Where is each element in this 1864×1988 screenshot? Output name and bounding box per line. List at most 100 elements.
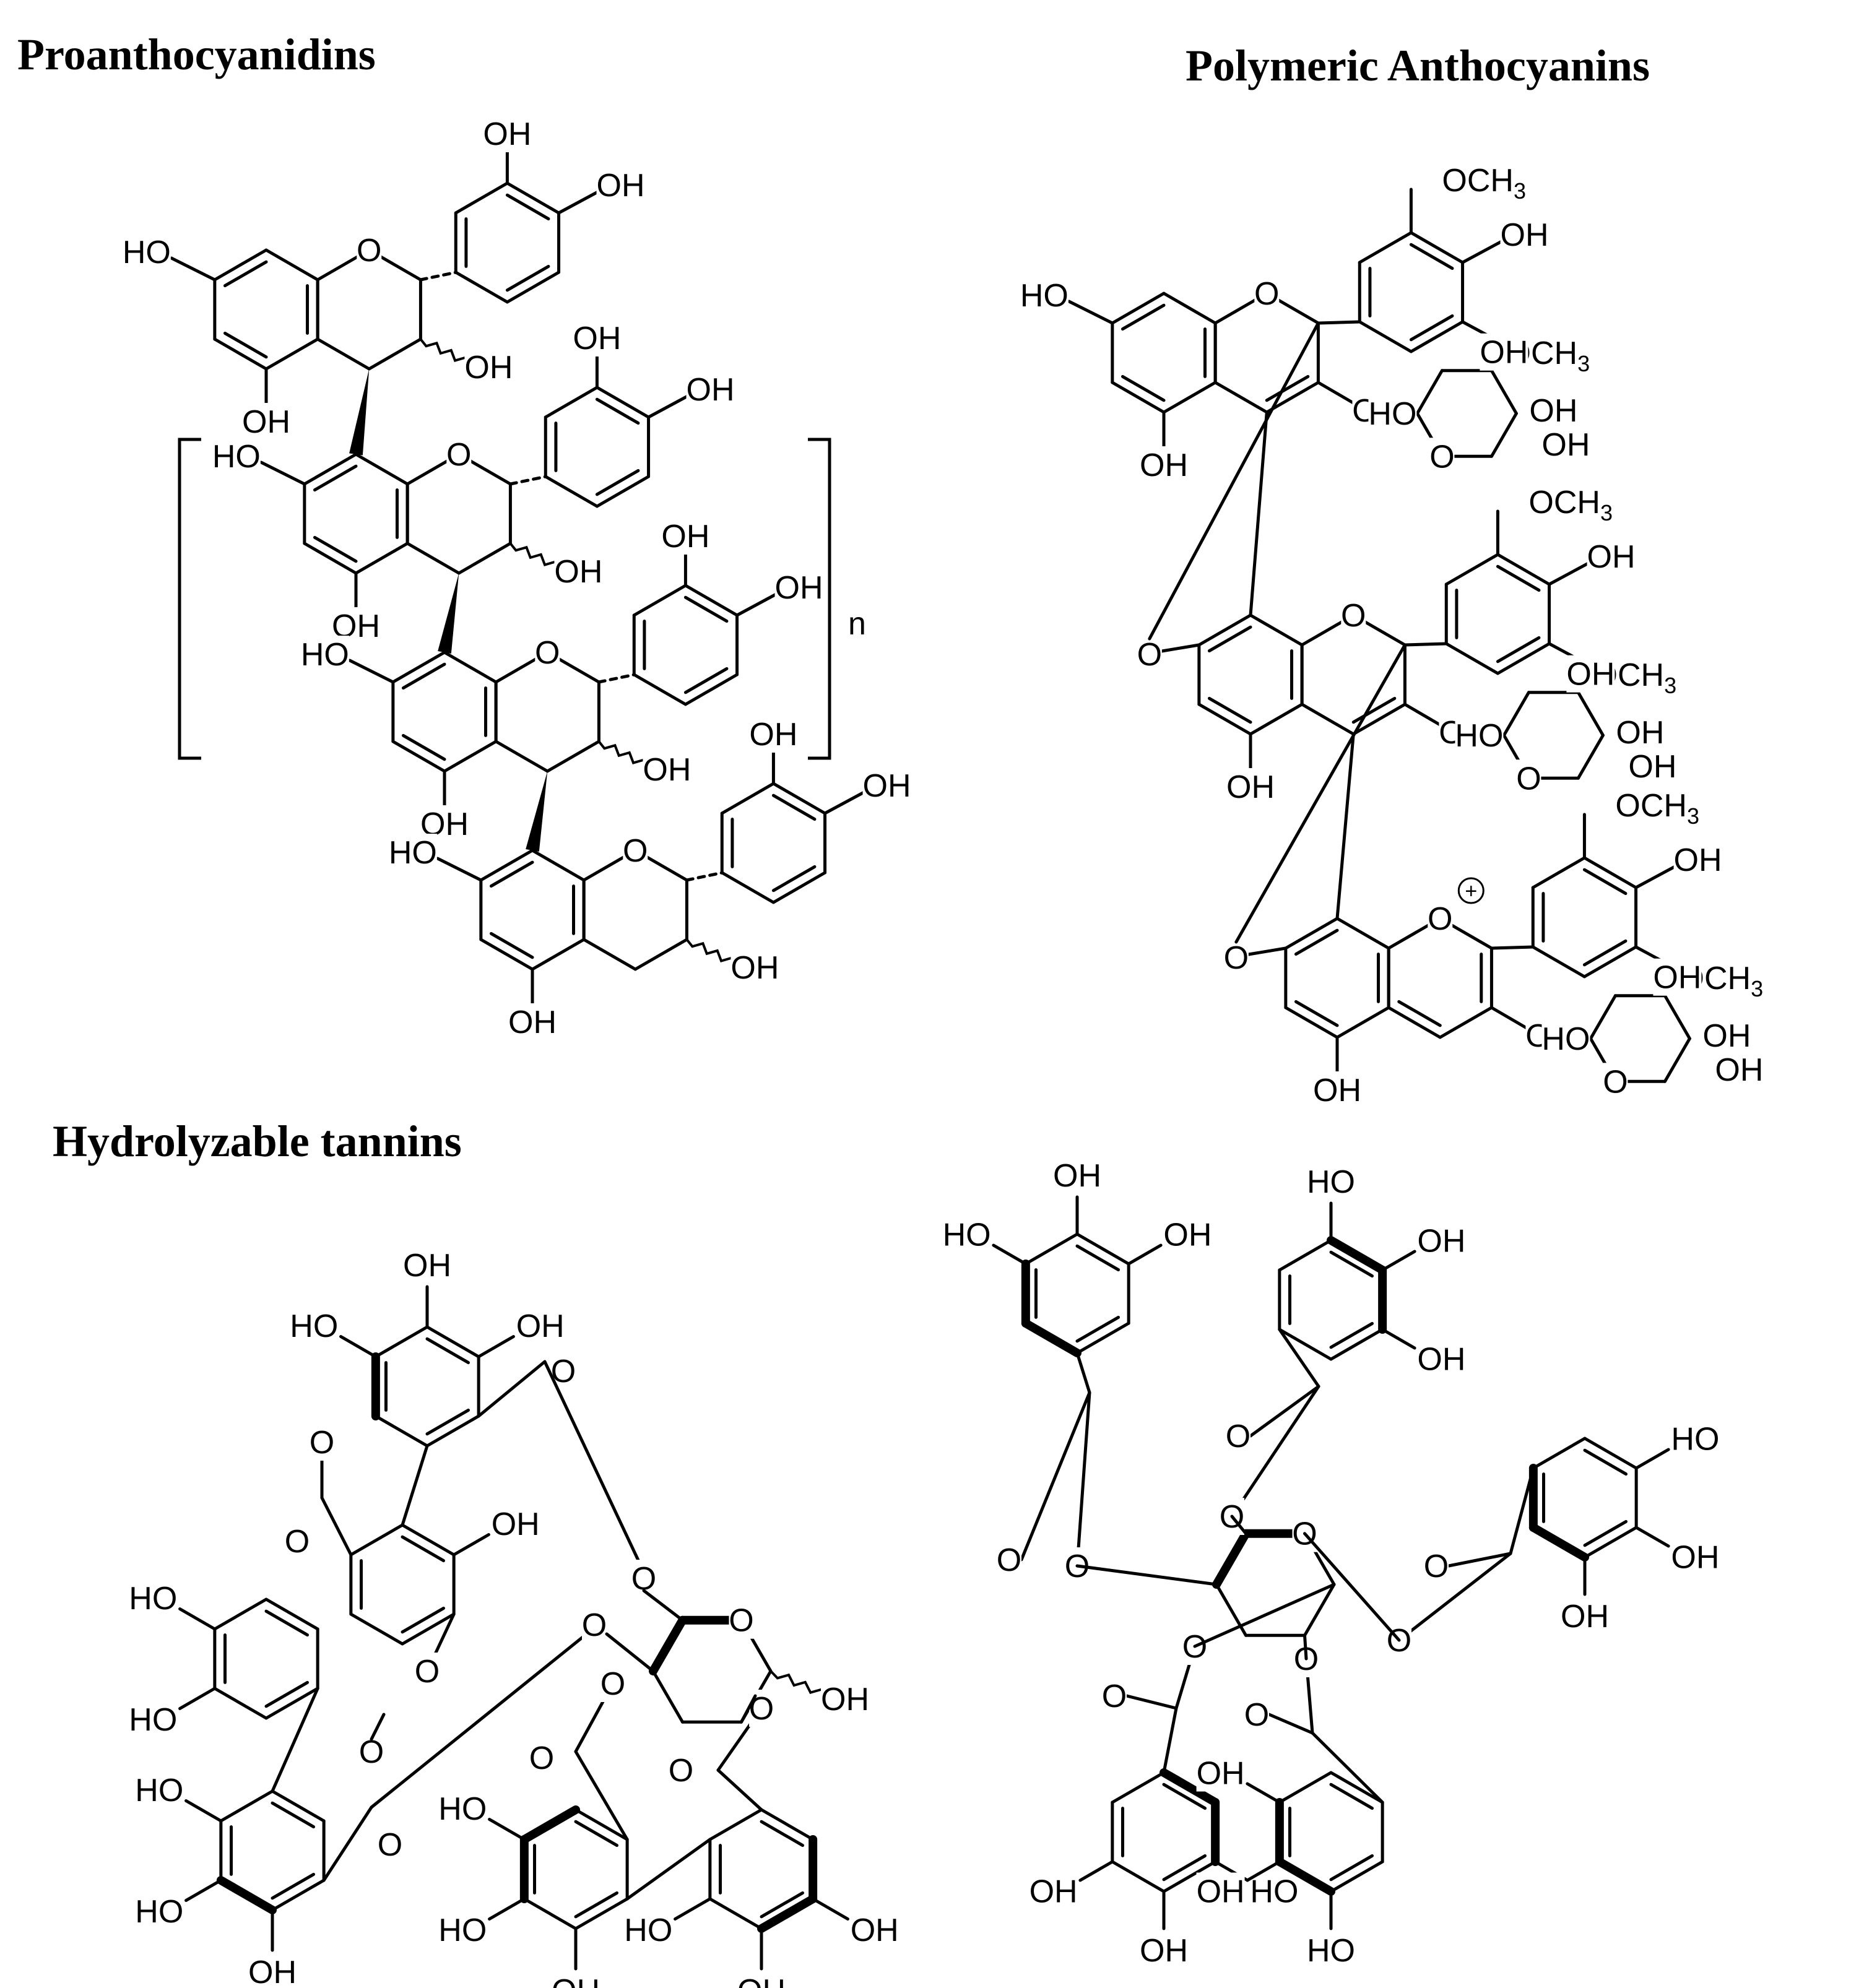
bond-238 — [1663, 994, 1691, 1040]
galloyl-hydroxyl: HO — [1307, 1933, 1355, 1969]
flavylium-charge-circle — [1457, 877, 1485, 904]
bond-34 — [313, 535, 358, 563]
bond-274 — [178, 1607, 217, 1631]
bond-253 — [339, 1335, 378, 1359]
bond-42 — [405, 542, 461, 575]
c-ring-hydroxyl: OH — [730, 950, 779, 986]
bond-306 — [605, 1632, 655, 1673]
label-mask — [491, 1505, 540, 1542]
bond-197 — [1576, 691, 1605, 737]
label-mask — [135, 1893, 184, 1930]
hhdp-hydroxyl: HO — [290, 1308, 338, 1344]
pyran-oxygen: O — [1428, 901, 1452, 937]
bond-153 — [1316, 381, 1357, 406]
bond-303 — [642, 1589, 684, 1622]
label-mask — [582, 1606, 607, 1643]
galloyl-hydroxyl: OH — [1053, 1158, 1101, 1194]
bond-270 — [213, 1597, 268, 1631]
bond-403 — [1162, 1706, 1178, 1774]
bond-78 — [597, 673, 636, 684]
bond-332 — [574, 1750, 629, 1841]
bond-373 — [1249, 1385, 1320, 1438]
flavylium-charge: + — [1465, 879, 1477, 903]
bond-151 — [1461, 239, 1505, 264]
bond-22 — [454, 181, 509, 215]
bond-267 — [213, 1687, 268, 1720]
bond-134 — [1265, 374, 1310, 402]
bond-38 — [354, 452, 409, 486]
bond-366 — [1329, 1250, 1374, 1278]
bond-261 — [401, 1523, 456, 1557]
bond-29 — [170, 256, 217, 282]
bond-328 — [811, 1897, 849, 1921]
bond-103 — [633, 938, 688, 971]
bond-289 — [271, 1687, 319, 1793]
c-ring-hydroxyl: OH — [554, 554, 602, 590]
bond-208 — [1335, 917, 1390, 950]
bond-41 — [457, 542, 512, 575]
label-mask — [285, 1523, 310, 1560]
bond-27 — [557, 189, 601, 215]
a-ring-hydroxyl-7: HO — [123, 235, 171, 270]
bond-272 — [264, 1609, 310, 1637]
bond-98 — [479, 849, 534, 882]
bond-276 — [271, 1878, 326, 1912]
sugar-ring-oxygen: O — [1516, 761, 1541, 797]
bond-122 — [436, 857, 483, 882]
ether-oxygen: O — [1137, 637, 1162, 673]
label-mask — [1226, 1417, 1251, 1454]
bond-359 — [1329, 1328, 1384, 1361]
bond-24 — [505, 193, 550, 221]
bond-219 — [1489, 945, 1535, 950]
label-mask — [1368, 395, 1417, 432]
label-mask — [1163, 1216, 1212, 1253]
label-mask — [669, 1752, 693, 1789]
bond-104 — [582, 938, 637, 971]
bond-207 — [1294, 928, 1339, 956]
bond-206 — [1284, 917, 1339, 950]
bond-100 — [531, 849, 586, 882]
bond-350 — [1075, 1244, 1121, 1272]
bond-120 — [823, 790, 867, 815]
bond-130 — [1162, 292, 1217, 325]
bond-5 — [213, 248, 268, 282]
bond-408 — [1329, 1854, 1374, 1882]
bond-116 — [771, 782, 827, 815]
label-mask — [1250, 1872, 1299, 1910]
bond-374 — [1230, 1515, 1247, 1536]
label-mask — [310, 1424, 334, 1461]
sugar-hydroxyl-3: OH — [1566, 657, 1615, 693]
bond-241 — [1335, 732, 1355, 920]
bond-162 — [1249, 702, 1304, 736]
bond-331 — [625, 1838, 712, 1901]
sugar-hydroxyl-4: OH — [1702, 1018, 1751, 1054]
bond-211 — [1438, 1006, 1493, 1039]
hhdp-hydroxyl: HO — [438, 1791, 487, 1827]
bond-390 — [1303, 1532, 1401, 1642]
label-mask — [749, 1690, 774, 1727]
bond-95 — [479, 938, 534, 971]
label-mask — [1566, 655, 1615, 693]
label-mask — [686, 371, 735, 408]
galloyl-hydroxyl: HO — [943, 1217, 991, 1253]
sugar-hydroxyl-4: OH — [1529, 393, 1577, 429]
bond-64 — [391, 740, 446, 773]
methoxy-3: OCH3 — [1528, 485, 1613, 525]
label-mask — [1196, 1872, 1245, 1910]
bond-227 — [1582, 868, 1628, 896]
bond-277 — [271, 1872, 316, 1900]
bond-203 — [1284, 1006, 1339, 1039]
bond-380 — [1532, 1437, 1587, 1470]
ring-oxygen: O — [535, 635, 560, 671]
bond-49 — [595, 469, 640, 496]
label-mask — [1341, 597, 1366, 634]
bond-356 — [1075, 1391, 1091, 1568]
label-mask — [508, 1003, 557, 1040]
label-mask — [1424, 1547, 1449, 1584]
label-mask — [300, 636, 349, 673]
b-ring-hydroxyl-4: OH — [687, 372, 735, 408]
bond-91 — [348, 659, 395, 684]
bond-397 — [1160, 1768, 1220, 1807]
bond-19 — [454, 270, 509, 304]
bond-164 — [1207, 696, 1252, 724]
